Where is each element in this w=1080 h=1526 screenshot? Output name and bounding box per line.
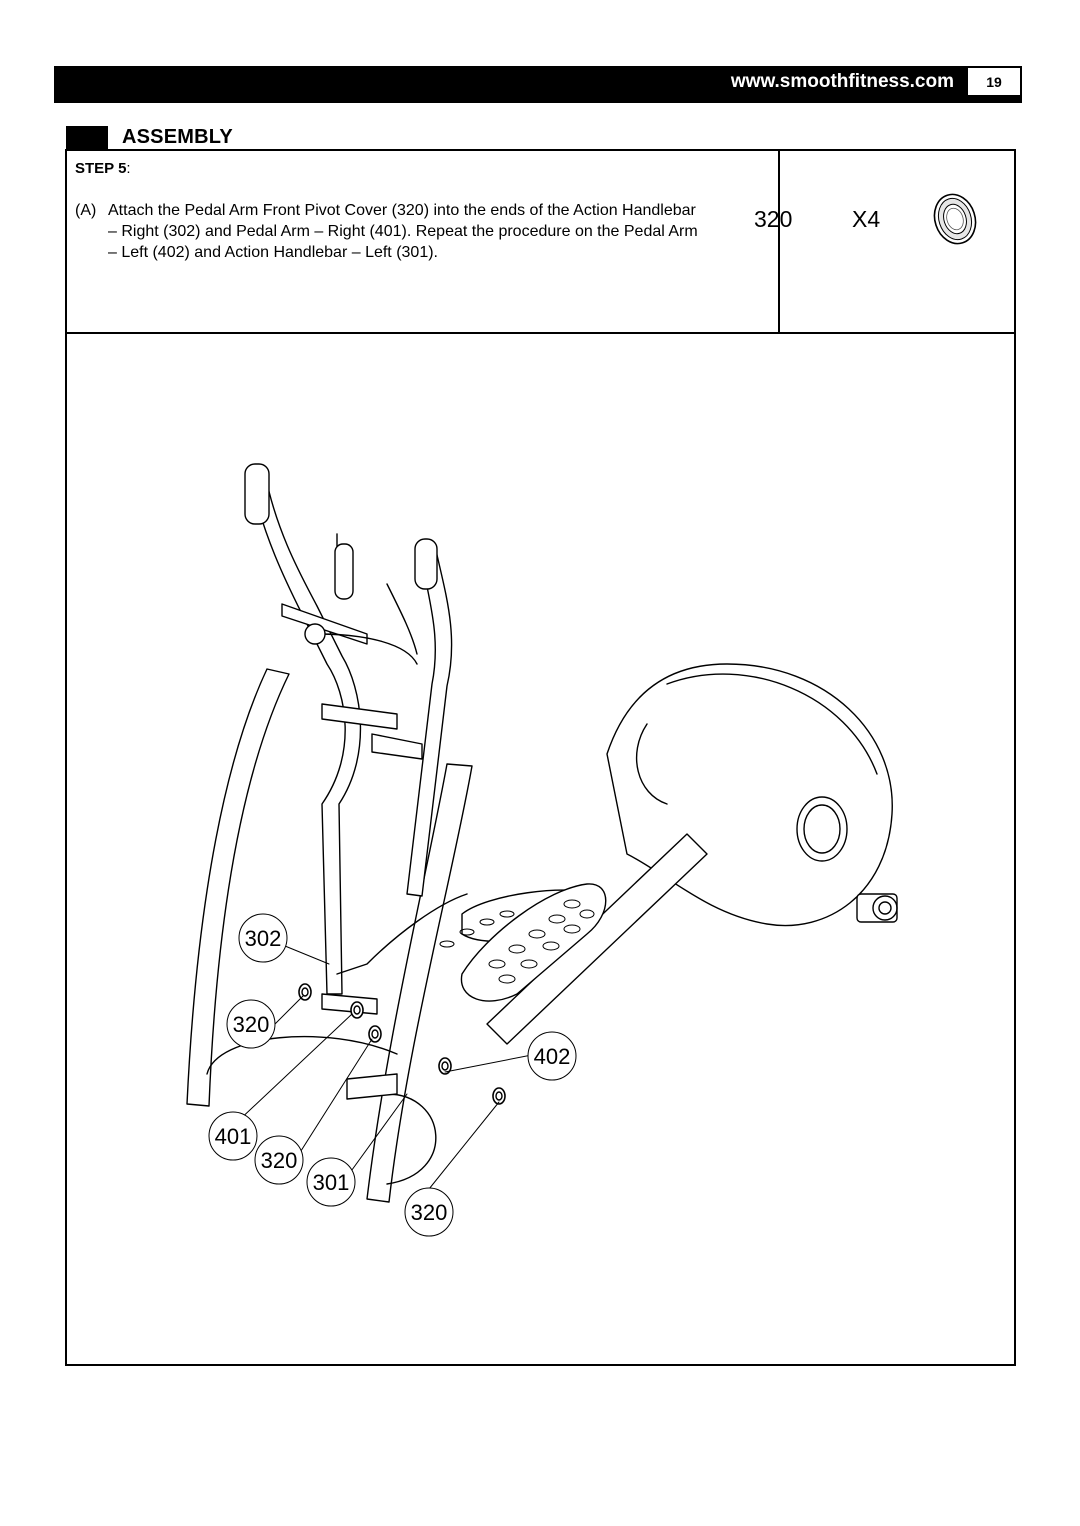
callout-402: 402 <box>527 1031 577 1081</box>
step-label: STEP 5: <box>75 160 131 177</box>
callout-301: 301 <box>306 1157 356 1207</box>
callout-320-a: 320 <box>226 999 276 1049</box>
svg-text:301: 301 <box>313 1170 350 1195</box>
svg-text:320: 320 <box>261 1148 298 1173</box>
section-title: ASSEMBLY <box>122 126 233 148</box>
pivot-cover-icon <box>933 193 977 245</box>
svg-text:302: 302 <box>245 926 282 951</box>
diagram-panel: 302 320 402 401 320 301 320 <box>65 332 1016 1366</box>
part-number: 320 <box>754 206 793 232</box>
svg-text:401: 401 <box>215 1124 252 1149</box>
svg-text:320: 320 <box>233 1012 270 1037</box>
callout-401: 401 <box>208 1111 258 1161</box>
panel-divider <box>778 151 780 334</box>
section-marker <box>66 126 108 150</box>
svg-text:320: 320 <box>411 1200 448 1225</box>
elliptical-trainer-drawing: 302 320 402 401 320 301 320 <box>186 463 898 1237</box>
svg-text:402: 402 <box>534 1044 571 1069</box>
instruction-marker: (A) <box>75 202 97 219</box>
callout-320-c: 320 <box>404 1187 454 1237</box>
instruction-text: Attach the Pedal Arm Front Pivot Cover (… <box>108 202 698 261</box>
callout-320-b: 320 <box>254 1135 304 1185</box>
part-quantity: X4 <box>852 206 881 232</box>
page-number: 19 <box>966 66 1022 97</box>
step-panel: STEP 5: (A) Attach the Pedal Arm Front P… <box>65 149 1016 334</box>
header-bar: www.smoothfitness.com 19 <box>54 66 1022 101</box>
header-url: www.smoothfitness.com <box>730 71 954 92</box>
callout-302: 302 <box>238 913 288 963</box>
